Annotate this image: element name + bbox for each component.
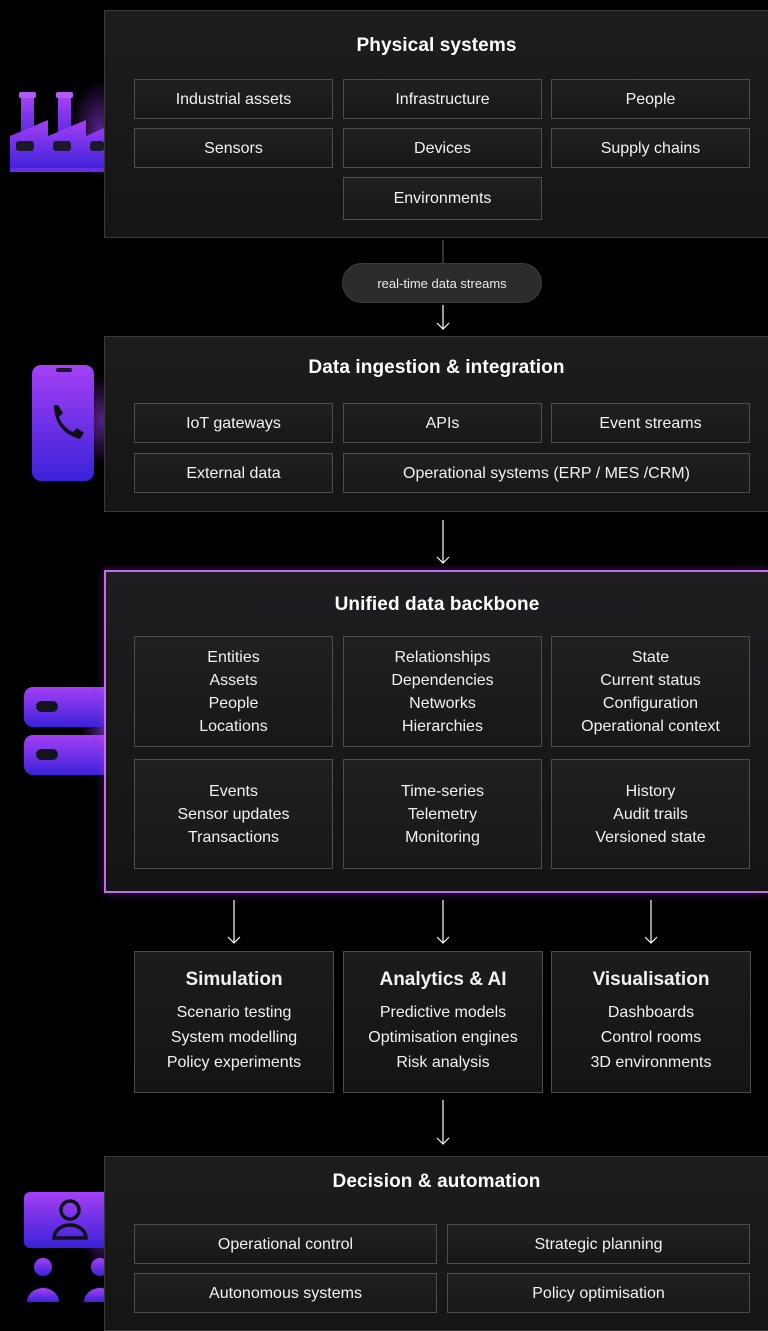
decision-item: Strategic planning (447, 1224, 750, 1264)
backbone-cell: Time-series Telemetry Monitoring (343, 759, 542, 869)
cell-line: Assets (209, 671, 258, 689)
card-title: Visualisation (592, 969, 710, 990)
panel-title: Unified data backbone (334, 594, 540, 615)
cell-line: Events (209, 782, 258, 800)
backbone-cell: History Audit trails Versioned state (551, 759, 750, 869)
arrow-down-icon (436, 305, 450, 330)
physical-item: Infrastructure (343, 79, 542, 119)
cell-line: State (631, 648, 670, 666)
visualisation-card: Visualisation Dashboards Control rooms 3… (551, 951, 751, 1093)
cell-line: Versioned state (595, 828, 706, 846)
physical-item: Supply chains (551, 128, 750, 168)
simulation-card: Simulation Scenario testing System model… (134, 951, 334, 1093)
analytics-card: Analytics & AI Predictive models Optimis… (343, 951, 543, 1093)
arrow-down-icon (227, 900, 241, 944)
arrow-down-icon (436, 1100, 450, 1145)
cell-line: People (208, 694, 259, 712)
card-line: Risk analysis (396, 1054, 490, 1071)
cell-line: Time-series (401, 782, 484, 800)
arrow-down-icon (436, 520, 450, 564)
cell-line: Configuration (602, 694, 699, 712)
cell-line: Audit trails (613, 805, 688, 823)
cell-line: Current status (600, 671, 701, 689)
cell-line: Relationships (394, 648, 491, 666)
cell-line: Networks (409, 694, 476, 712)
ingestion-item: APIs (343, 403, 542, 443)
decision-item: Operational control (134, 1224, 437, 1264)
cell-line: Transactions (187, 828, 279, 846)
decision-item: Autonomous systems (134, 1273, 437, 1313)
arrow-down-icon (644, 900, 658, 944)
card-title: Analytics & AI (379, 969, 507, 990)
stream-label-pill: real-time data streams (342, 263, 542, 303)
physical-item: People (551, 79, 750, 119)
cell-line: Monitoring (405, 828, 480, 846)
card-line: 3D environments (590, 1054, 712, 1071)
backbone-cell: Entities Assets People Locations (134, 636, 333, 747)
ingestion-item: External data (134, 453, 333, 493)
factory-icon (10, 80, 120, 180)
panel-title: Data ingestion & integration (308, 357, 565, 378)
cell-line: Operational context (581, 717, 720, 735)
physical-item: Industrial assets (134, 79, 333, 119)
card-line: Scenario testing (176, 1004, 292, 1021)
card-line: System modelling (170, 1029, 298, 1046)
backbone-cell: Events Sensor updates Transactions (134, 759, 333, 869)
ingestion-item: IoT gateways (134, 403, 333, 443)
card-line: Control rooms (600, 1029, 702, 1046)
panel-title: Physical systems (356, 35, 517, 56)
physical-item: Sensors (134, 128, 333, 168)
card-line: Predictive models (379, 1004, 507, 1021)
backbone-cell: State Current status Configuration Opera… (551, 636, 750, 747)
physical-item: Environments (343, 177, 542, 220)
ingestion-item: Operational systems (ERP / MES /CRM) (343, 453, 750, 493)
cell-line: Sensor updates (177, 805, 290, 823)
ingestion-item: Event streams (551, 403, 750, 443)
card-title: Simulation (185, 969, 283, 990)
cell-line: Telemetry (407, 805, 478, 823)
cell-line: Hierarchies (402, 717, 483, 735)
cell-line: Locations (199, 717, 268, 735)
backbone-cell: Relationships Dependencies Networks Hier… (343, 636, 542, 747)
card-line: Policy experiments (166, 1054, 302, 1071)
card-line: Optimisation engines (368, 1029, 518, 1046)
cell-line: Entities (207, 648, 260, 666)
arrow-down-icon (436, 900, 450, 944)
decision-item: Policy optimisation (447, 1273, 750, 1313)
physical-item: Devices (343, 128, 542, 168)
cell-line: Dependencies (391, 671, 494, 689)
panel-title: Decision & automation (332, 1171, 541, 1192)
card-line: Dashboards (607, 1004, 695, 1021)
cell-line: History (625, 782, 676, 800)
